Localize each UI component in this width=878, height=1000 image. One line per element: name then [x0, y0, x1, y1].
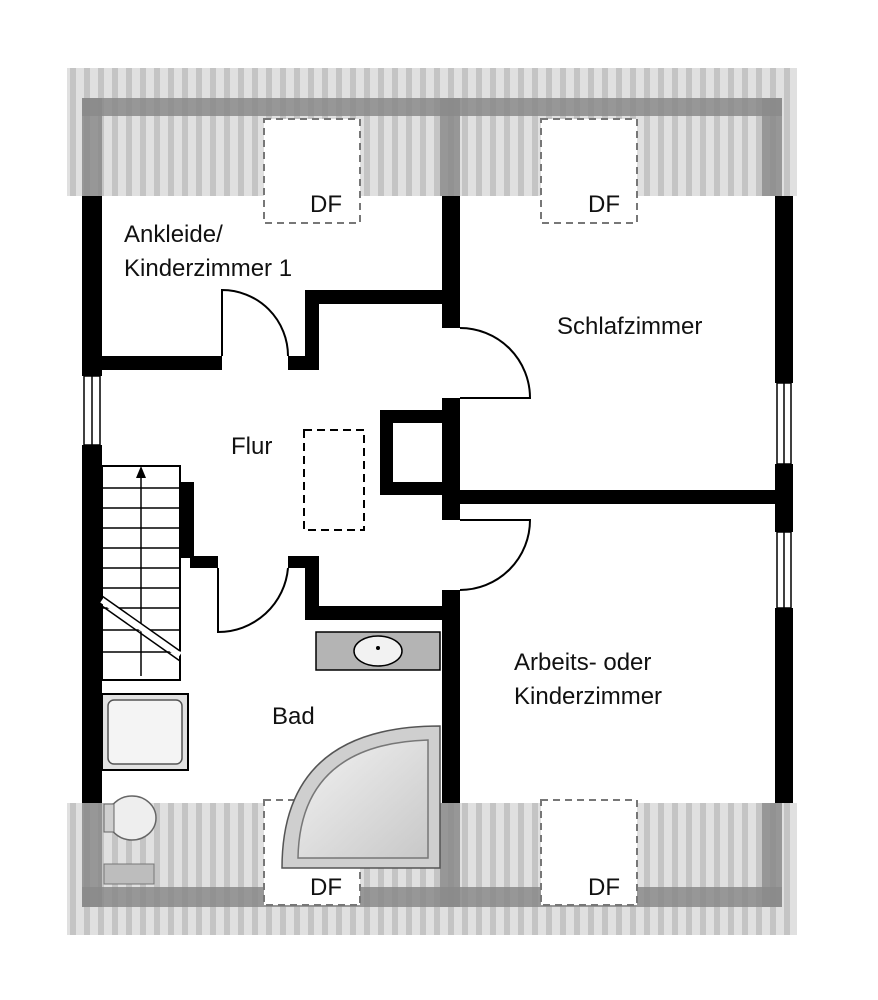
walls — [82, 196, 793, 803]
dormer-window-bottom-right — [540, 799, 638, 906]
staircase — [100, 465, 182, 681]
room-label-arbeitszimmer-line1: Arbeits- oder — [514, 649, 652, 676]
dormer-window-top-right — [540, 118, 638, 224]
room-label-bad: Bad — [272, 703, 315, 730]
radiator — [103, 863, 155, 885]
roof-top — [67, 68, 797, 196]
wall-windows — [83, 375, 792, 609]
room-label-arbeitszimmer: Arbeits- oder Kinderzimmer — [514, 646, 662, 713]
dormer-window-top-left — [263, 118, 361, 224]
doors — [217, 288, 532, 634]
room-label-ankleide-line2: Kinderzimmer 1 — [124, 254, 293, 282]
dormer-windows — [263, 118, 638, 906]
bathroom-fixtures — [101, 631, 441, 885]
room-label-schlafzimmer: Schlafzimmer — [557, 313, 703, 340]
df-label-bottom-right: DF — [588, 874, 620, 901]
door-ankleide — [221, 288, 289, 357]
sink-icon — [353, 635, 403, 667]
room-label-ankleide-line1: Ankleide/ — [124, 221, 223, 248]
door-schlafzimmer — [459, 327, 532, 399]
door-arbeitszimmer — [459, 519, 532, 591]
df-label-top-right: DF — [588, 191, 620, 218]
df-label-top-left: DF — [310, 191, 342, 218]
stair-arrow-icon — [136, 466, 146, 478]
attic-hatch — [303, 429, 365, 531]
room-label-arbeitszimmer-line2: Kinderzimmer — [514, 682, 663, 710]
df-label-bottom-left: DF — [310, 874, 342, 901]
toilet-icon — [107, 795, 157, 841]
door-bad — [217, 567, 289, 634]
room-label-ankleide: Ankleide/ Kinderzimmer 1 — [124, 218, 292, 285]
room-label-flur: Flur — [231, 433, 273, 460]
